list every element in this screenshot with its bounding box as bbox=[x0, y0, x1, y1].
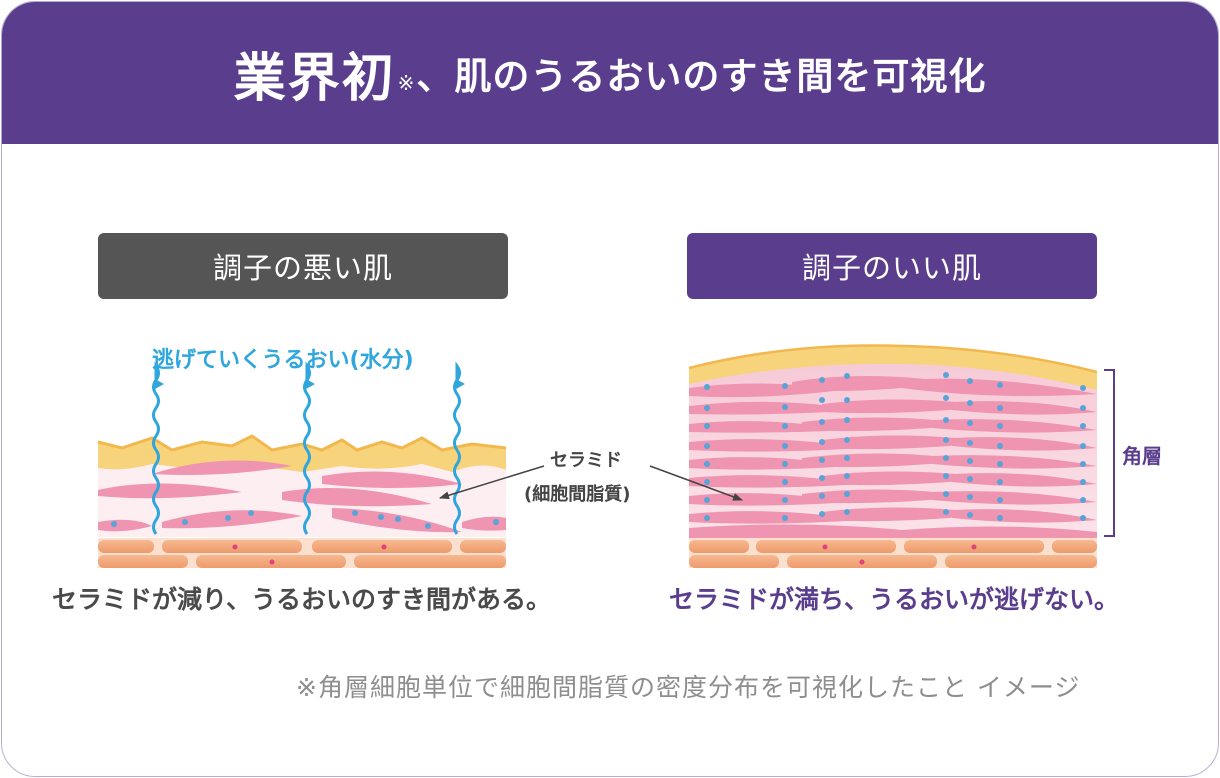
header-banner: 業界初 ※ 、肌のうるおいのすき間を可視化 bbox=[2, 2, 1218, 144]
good-skin-diagram bbox=[688, 344, 1115, 568]
footnote: ※角層細胞単位で細胞間脂質の密度分布を可視化したこと イメージ bbox=[296, 673, 1081, 702]
bad-skin-lower-cell bbox=[162, 540, 302, 553]
bad-skin-cell bbox=[322, 471, 462, 488]
good-skin-lower-cell bbox=[1052, 540, 1097, 553]
bad-skin-diagram bbox=[97, 361, 507, 568]
header-title-mark: ※ bbox=[397, 71, 415, 95]
bad-skin-lower-cell bbox=[98, 540, 154, 553]
bad-skin-ceramide-dots bbox=[111, 510, 499, 529]
ceramide-sublabel: (細胞間脂質) bbox=[524, 484, 631, 505]
water-escape-arrow bbox=[152, 361, 164, 535]
stratum-corneum-bracket bbox=[1104, 369, 1115, 537]
header-title-rest: 、肌のうるおいのすき間を可視化 bbox=[416, 55, 987, 98]
good-skin-lower-cell bbox=[945, 555, 1097, 568]
good-skin-label: 調子のいい肌 bbox=[687, 233, 1097, 299]
bad-skin-lower-cell bbox=[98, 555, 188, 568]
good-skin-surface bbox=[689, 345, 1097, 390]
escaping-moisture-label: 逃げていくうるおい(水分) bbox=[152, 348, 414, 373]
bad-skin-label: 調子の悪い肌 bbox=[98, 233, 508, 299]
good-skin-ceramide-dots bbox=[704, 372, 1086, 521]
good-skin-caption: セラミドが満ち、うるおいが逃げない。 bbox=[669, 585, 1120, 614]
bad-skin-surface bbox=[98, 436, 506, 472]
bad-skin-cell bbox=[162, 510, 302, 529]
good-skin-cells bbox=[689, 376, 1097, 538]
water-escape-arrow bbox=[453, 361, 465, 535]
bad-skin-cell bbox=[98, 483, 242, 499]
good-skin-lower-cell bbox=[689, 555, 779, 568]
ceramide-pointer-right bbox=[649, 465, 743, 501]
stratum-corneum-label: 角層 bbox=[1122, 444, 1162, 468]
water-escape-arrow bbox=[303, 361, 315, 535]
ceramide-pointer-left bbox=[439, 465, 545, 500]
bad-skin-lower-cell bbox=[354, 555, 506, 568]
bad-skin-lower-cell bbox=[460, 540, 506, 553]
good-skin-lower-cell bbox=[689, 540, 749, 553]
header-title-big: 業界初 bbox=[233, 48, 396, 109]
ceramide-label: セラミド bbox=[550, 450, 622, 471]
bad-skin-cell bbox=[282, 488, 432, 507]
bad-skin-cell bbox=[152, 460, 292, 475]
bad-skin-caption: セラミドが減り、うるおいのすき間がある。 bbox=[52, 585, 552, 614]
